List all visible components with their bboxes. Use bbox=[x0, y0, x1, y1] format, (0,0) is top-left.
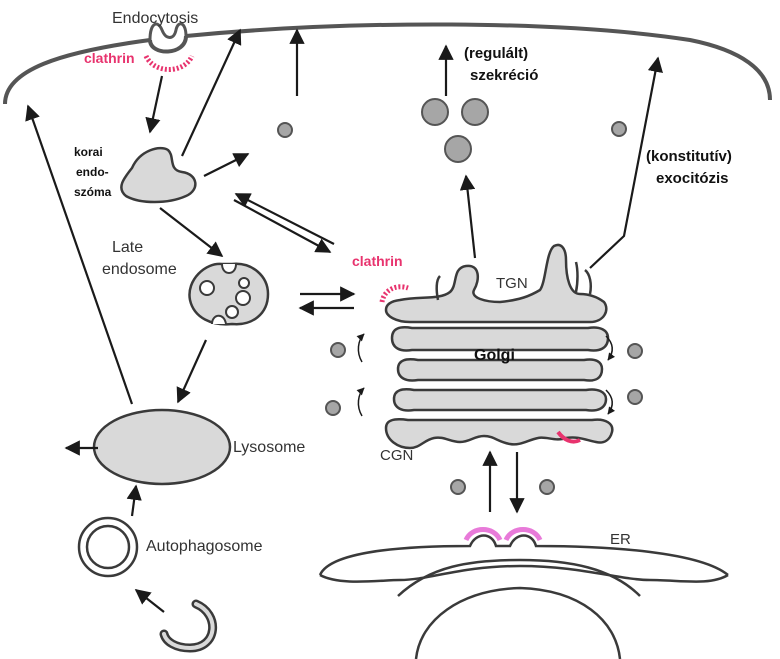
label-er: ER bbox=[610, 531, 631, 548]
label-early-endosome-1: korai bbox=[74, 145, 103, 159]
arrow-membrane-to-early-endosome bbox=[145, 75, 164, 134]
arrow-early-to-late-endosome bbox=[159, 207, 224, 257]
endoplasmic-reticulum bbox=[318, 534, 729, 659]
cis-golgi-network bbox=[384, 418, 614, 450]
label-constitutive-1: (konstitutív) bbox=[646, 148, 732, 165]
label-golgi: Golgi bbox=[474, 347, 515, 364]
arrow-tgn-to-granules bbox=[459, 174, 477, 259]
arrow-phagophore-to-autophagosome bbox=[134, 589, 165, 613]
label-early-endosome-2: endo- bbox=[76, 165, 109, 179]
transport-vesicles bbox=[277, 121, 643, 495]
clathrin-coat-golgi bbox=[379, 284, 409, 303]
coat-cgn bbox=[556, 430, 581, 444]
arrow-tgn-to-endosome bbox=[234, 193, 335, 245]
arrow-early-endosome-to-membrane bbox=[181, 28, 242, 157]
arrow-recycling-vesicle bbox=[203, 153, 250, 177]
label-endocytosis: Endocytosis bbox=[112, 10, 198, 27]
arrow-lysosome-to-membrane bbox=[25, 104, 134, 405]
label-tgn: TGN bbox=[496, 275, 528, 292]
label-regulated-1: (regulált) bbox=[464, 45, 528, 62]
label-cgn: CGN bbox=[380, 447, 413, 464]
label-clathrin-top: clathrin bbox=[84, 50, 135, 66]
label-late-endosome-2: endosome bbox=[102, 261, 177, 278]
pathway-arrows bbox=[25, 28, 663, 613]
label-clathrin-golgi: clathrin bbox=[352, 253, 403, 269]
label-constitutive-2: exocitózis bbox=[656, 170, 729, 187]
late-endosome bbox=[188, 262, 270, 326]
label-regulated-2: szekréció bbox=[470, 67, 538, 84]
arrow-constitutive-exocytosis bbox=[589, 56, 663, 269]
golgi-apparatus bbox=[384, 243, 614, 450]
secretory-granules bbox=[421, 98, 489, 163]
arrow-endosome-to-tgn bbox=[233, 199, 332, 253]
label-early-endosome-3: szóma bbox=[74, 185, 112, 199]
copii-coat-2 bbox=[503, 527, 543, 542]
plasma-membrane bbox=[3, 22, 772, 105]
trans-golgi-network bbox=[384, 243, 608, 324]
autophagosome bbox=[77, 516, 139, 578]
lysosome bbox=[92, 408, 232, 486]
arrow-autophagosome-to-lysosome bbox=[126, 484, 142, 517]
label-lysosome: Lysosome bbox=[233, 439, 305, 456]
arrow-late-endosome-to-lysosome bbox=[176, 339, 208, 404]
clathrin-coat-endocytosis bbox=[143, 54, 195, 72]
golgi-retrograde-arrows bbox=[356, 333, 616, 417]
early-endosome bbox=[120, 146, 197, 204]
copii-coat-1 bbox=[463, 527, 503, 542]
label-autophagosome: Autophagosome bbox=[146, 538, 263, 555]
label-late-endosome-1: Late bbox=[112, 239, 143, 256]
